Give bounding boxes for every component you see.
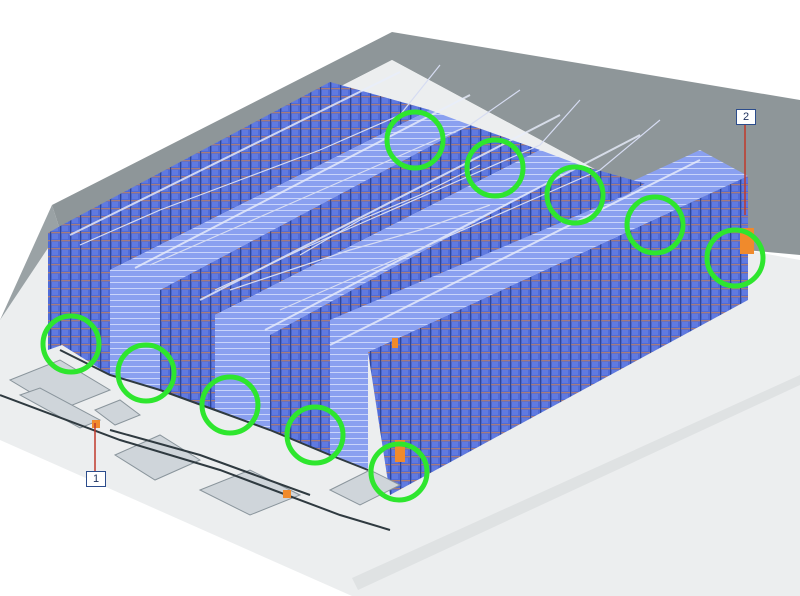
floor-tracks	[0, 349, 391, 531]
highlight-circle	[544, 164, 606, 226]
rack-row-4	[160, 125, 540, 410]
highlight-circle	[464, 137, 526, 199]
highlight-circle	[384, 109, 446, 171]
overhead-trusses	[79, 64, 661, 311]
callout-marker-1: 1	[86, 471, 106, 487]
floor-edge	[352, 375, 800, 590]
highlight-circle	[199, 374, 261, 436]
highlight-circle	[368, 441, 430, 503]
highlight-circle	[40, 313, 102, 375]
rack-front-face	[368, 176, 748, 495]
rack-row-3	[110, 110, 470, 390]
highlight-circle	[704, 227, 766, 289]
back-wall	[52, 32, 800, 255]
rack-row-6	[270, 165, 650, 455]
rack-row-5	[215, 150, 580, 430]
highlight-circle	[115, 342, 177, 404]
conveyors	[8, 359, 402, 516]
rack-row-2	[62, 82, 430, 375]
callout-marker-2: 2	[736, 109, 756, 125]
highlight-circle	[624, 194, 686, 256]
rack-row-7	[330, 150, 700, 470]
rack-row-1	[48, 225, 62, 350]
highlight-circle	[284, 404, 346, 466]
